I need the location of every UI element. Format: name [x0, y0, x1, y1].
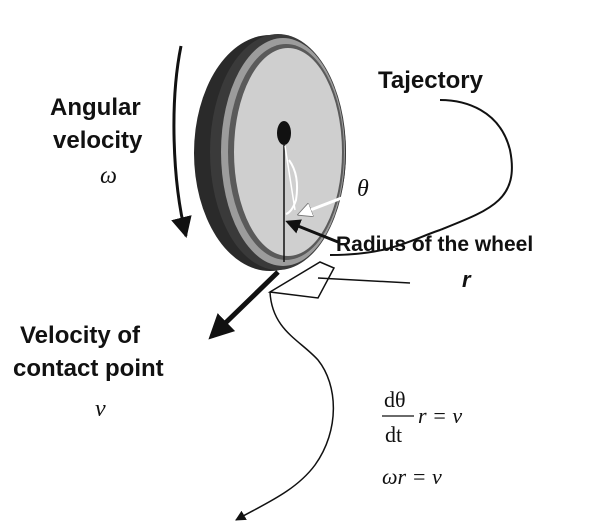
ground-line: [317, 277, 411, 284]
theta-symbol: θ: [357, 176, 369, 202]
wheel-hub: [277, 121, 291, 145]
v-symbol: ν: [95, 396, 106, 422]
theta-pointer-arrow: [300, 192, 353, 214]
radius-label: Radius of the wheel: [336, 233, 533, 256]
equation-1-rhs: r = v: [418, 403, 462, 428]
angular-velocity-label-line2: velocity: [53, 127, 143, 154]
equation-fraction-numerator: dθ: [384, 387, 406, 412]
equation-2: ωr = v: [382, 464, 442, 489]
contact-velocity-arrow: [208, 270, 280, 340]
velocity-contact-label-line1: Velocity of: [20, 322, 141, 349]
theta-angle-arc: [285, 159, 299, 215]
trajectory-label: Tajectory: [378, 67, 484, 94]
equation-fraction-denominator: dt: [385, 422, 402, 447]
velocity-contact-label-line2: contact point: [13, 355, 164, 382]
trajectory-curve: [329, 99, 513, 256]
theta-angle-line: [284, 145, 296, 211]
angular-velocity-label-line1: Angular: [50, 94, 141, 121]
lower-trajectory-curve: [235, 291, 335, 521]
radius-pointer-arrow: [285, 219, 339, 244]
angular-velocity-arrow: [171, 45, 192, 239]
contact-patch: [267, 261, 336, 299]
wheel-disc: [234, 48, 342, 256]
radius-symbol: r: [462, 267, 472, 292]
omega-symbol: ω: [100, 163, 117, 189]
